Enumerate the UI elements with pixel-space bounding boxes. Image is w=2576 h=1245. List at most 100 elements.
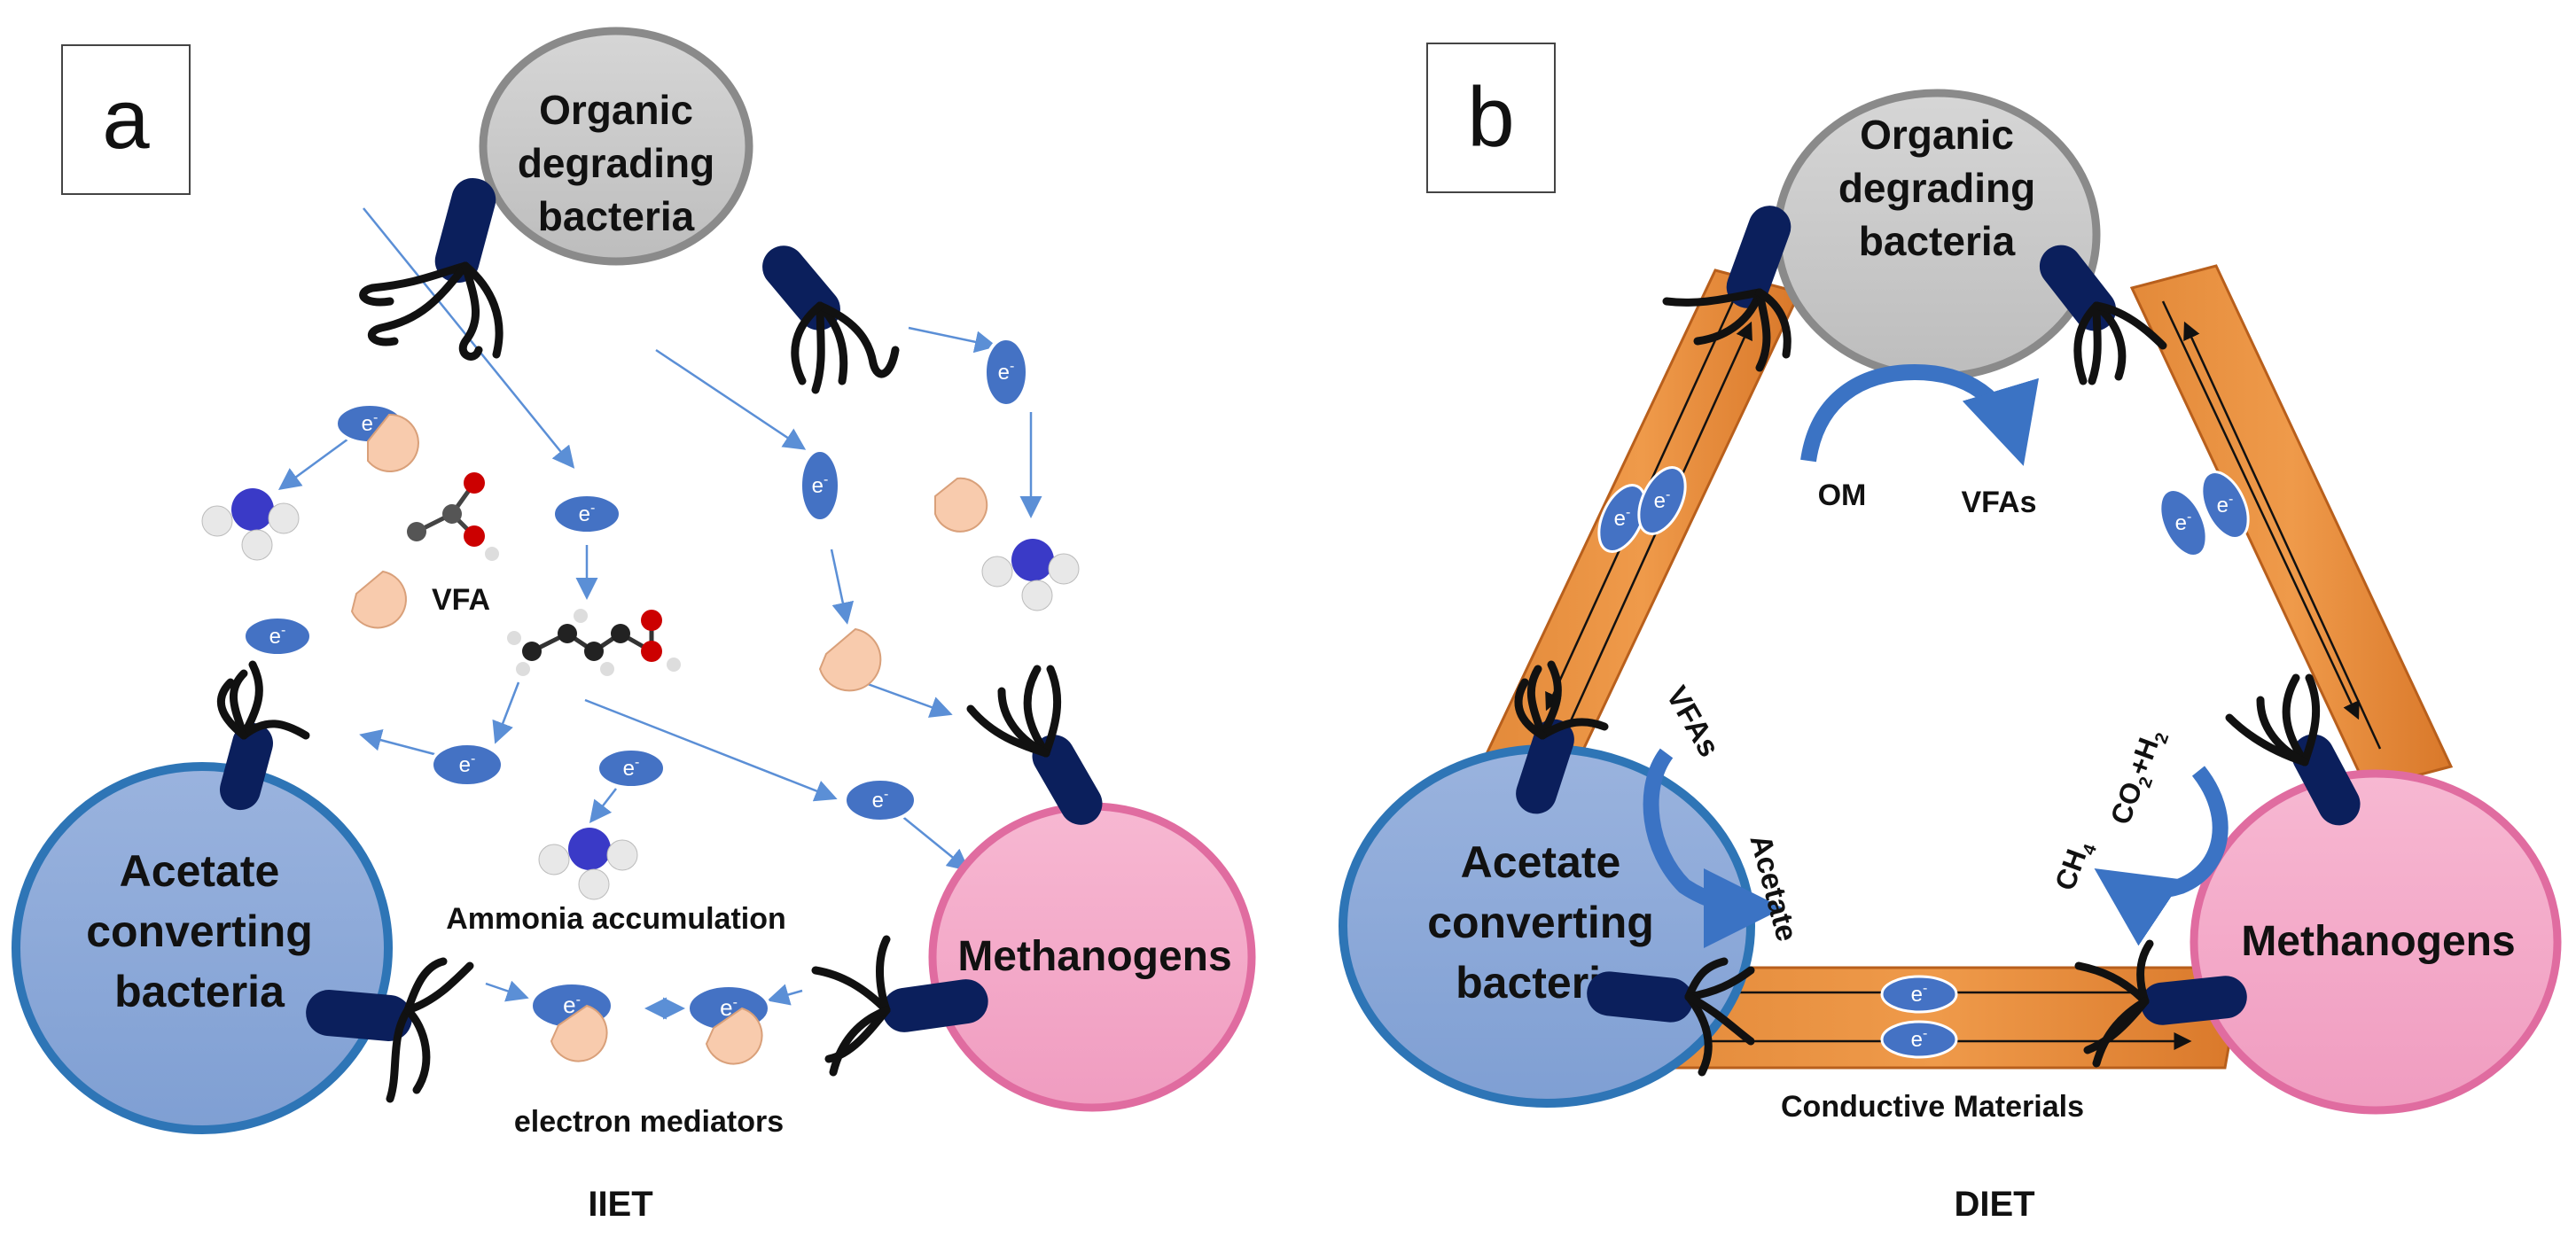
cell-label-line: bacteria: [538, 193, 695, 239]
arrow: [589, 788, 617, 823]
arrow: [830, 549, 855, 625]
electron: e-: [1637, 466, 1687, 535]
cell-label-line: Acetate: [1461, 837, 1621, 887]
acetate-converting-cell-a: Acetate converting bacteria: [12, 762, 393, 1134]
arrow: [359, 729, 449, 759]
electron-mediators-a: [350, 413, 988, 1065]
panel-b-letter: b: [1426, 43, 1556, 193]
cell-label-line: converting: [1427, 898, 1654, 947]
vfa-molecule-small: [407, 472, 499, 561]
svg-text:e-: e-: [579, 501, 596, 526]
rod-bacterium: [1516, 719, 1574, 814]
arrow: [767, 984, 803, 1006]
electron: e-: [551, 493, 622, 535]
electron: e-: [1880, 975, 1958, 1014]
arrow: [908, 326, 997, 354]
vfas-left-label: VFAs: [1659, 681, 1726, 763]
rod-bacterium: [220, 722, 273, 811]
arrow: [655, 348, 807, 450]
om-label: OM: [1818, 479, 1867, 512]
svg-text:e-: e-: [2217, 492, 2234, 517]
ammonia-accumulation-label: Ammonia accumulation: [446, 902, 786, 936]
cell-label: Methanogens: [2241, 918, 2515, 965]
arrow: [2183, 321, 2382, 750]
electrons-a: e- e- e- e- e- e- e- e- e- e-: [242, 337, 1029, 1033]
panel-a: Organic degrading bacteria Acetate conve…: [12, 27, 1256, 1224]
electron: e-: [983, 337, 1029, 408]
panel-a-letter: a: [61, 44, 191, 195]
ammonia-molecule: [538, 828, 638, 900]
electron: e-: [1880, 1020, 1958, 1059]
svg-text:e-: e-: [362, 410, 379, 436]
rod-bacterium: [882, 979, 988, 1032]
vfas-to-acetate-arrow: [1643, 748, 1784, 948]
svg-text:e-: e-: [1654, 487, 1671, 513]
cell-label-line: degrading: [518, 140, 714, 186]
rod-bacterium: [1587, 971, 1693, 1023]
arrow: [584, 698, 838, 802]
cell-label-line: degrading: [1838, 165, 2035, 211]
conductive-bar-right: [2129, 264, 2454, 790]
vfa-molecule-large: [507, 609, 681, 676]
vfas-top-label: VFAs: [1961, 486, 2036, 519]
cell-label-line: Acetate: [120, 846, 280, 896]
ammonia-molecule: [981, 539, 1080, 611]
cell-label-line: Organic: [1860, 112, 2014, 158]
pili-a: [216, 261, 1062, 1103]
electron: e-: [2158, 488, 2208, 557]
svg-text:e-: e-: [623, 755, 640, 781]
arrow: [894, 810, 970, 872]
pili-b: [1514, 288, 2321, 1077]
svg-text:e-: e-: [269, 623, 286, 649]
cell-label-line: bacteria: [114, 967, 285, 1016]
cell-label-line: bacteria: [1859, 218, 2016, 264]
co2-h2-label: CO2+H2: [2104, 724, 2174, 830]
mediator-shape: [550, 1004, 608, 1062]
electron: e-: [430, 742, 504, 788]
svg-text:e-: e-: [1614, 505, 1631, 531]
svg-text:e-: e-: [1911, 1026, 1928, 1052]
ch4-label: CH4: [2049, 835, 2101, 896]
rod-bacteria-a: [220, 177, 1103, 1041]
electron: e-: [1597, 484, 1647, 553]
panel-b: Organic degrading bacteria Acetate conve…: [1339, 89, 2562, 1224]
process-arrows-b: [1643, 363, 2229, 948]
svg-text:e-: e-: [1911, 981, 1928, 1007]
electron: e-: [843, 777, 917, 823]
mediator-shape: [818, 627, 882, 692]
methanogens-cell-a: Methanogens: [928, 802, 1256, 1112]
cell-label: Methanogens: [957, 933, 1231, 980]
conductive-materials-label: Conductive Materials: [1781, 1090, 2084, 1124]
svg-text:e-: e-: [872, 787, 889, 813]
organic-degrading-cell-b: Organic degrading bacteria: [1773, 89, 2101, 381]
electron: e-: [596, 747, 667, 790]
rod-bacterium: [1032, 735, 1103, 825]
svg-text:e-: e-: [2175, 510, 2192, 535]
arrow: [2161, 300, 2360, 720]
svg-text:e-: e-: [998, 359, 1015, 385]
cell-label-line: Organic: [539, 87, 693, 133]
cell-label-line: converting: [86, 907, 313, 956]
panel-b-title: DIET: [1954, 1185, 2034, 1224]
methanogens-cell-b: Methanogens: [2190, 769, 2562, 1115]
electron: e-: [242, 615, 313, 658]
svg-text:e-: e-: [459, 751, 476, 777]
mediator-shape: [367, 413, 419, 472]
mediator-shape: [350, 570, 407, 629]
electrons-b: e- e- e- e- e- e-: [1597, 466, 2250, 1059]
panel-a-title: IIET: [588, 1185, 652, 1224]
arrow: [277, 432, 355, 490]
svg-text:e-: e-: [812, 472, 829, 498]
svg-text:e-: e-: [563, 992, 581, 1018]
arrow: [492, 681, 520, 744]
panel-a-flow-arrows: [277, 207, 1042, 1020]
vfa-label: VFA: [432, 583, 490, 617]
electron: e-: [799, 448, 841, 523]
rod-bacterium: [434, 177, 496, 284]
arrow: [485, 980, 529, 1002]
ammonia-molecule: [201, 488, 300, 561]
mediator-shape: [934, 477, 988, 533]
rod-bacterium: [1726, 206, 1791, 308]
rod-bacterium: [306, 990, 412, 1041]
